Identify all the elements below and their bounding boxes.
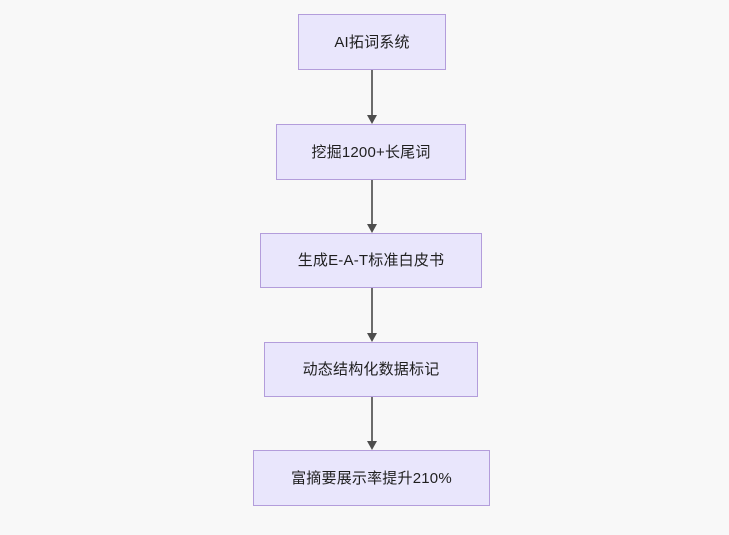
- arrowhead-icon: [367, 333, 377, 342]
- flow-node-eat-whitepaper[interactable]: 生成E-A-T标准白皮书: [260, 233, 482, 288]
- edge-line: [371, 397, 373, 441]
- flow-node-label: 挖掘1200+长尾词: [311, 143, 431, 161]
- edge-line: [371, 180, 373, 224]
- flow-node-structured-data-markup[interactable]: 动态结构化数据标记: [264, 342, 478, 397]
- edge-line: [371, 288, 373, 333]
- flow-node-label: 生成E-A-T标准白皮书: [297, 252, 445, 269]
- flow-node-longtail-keywords[interactable]: 挖掘1200+长尾词: [276, 124, 466, 180]
- arrowhead-icon: [367, 224, 377, 233]
- edge-line: [371, 70, 373, 115]
- arrowhead-icon: [367, 441, 377, 450]
- flow-node-rich-snippet-result[interactable]: 富摘要展示率提升210%: [253, 450, 490, 506]
- flow-node-label: 富摘要展示率提升210%: [291, 469, 452, 487]
- flow-node-label: AI拓词系统: [334, 33, 410, 51]
- arrowhead-icon: [367, 115, 377, 124]
- flow-node-label: 动态结构化数据标记: [302, 361, 440, 378]
- flow-node-ai-keyword-system[interactable]: AI拓词系统: [298, 14, 446, 70]
